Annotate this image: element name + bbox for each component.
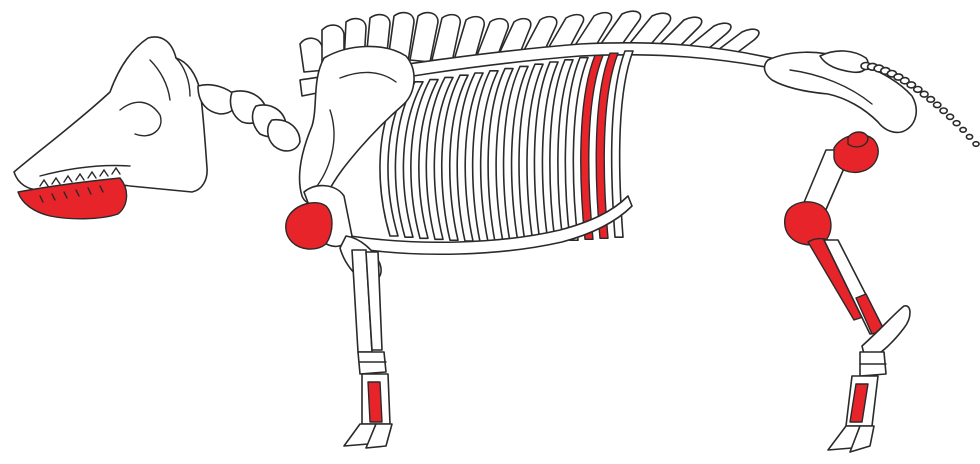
tail-vertebra: [920, 91, 928, 97]
tail-vertebra: [947, 114, 954, 119]
skull: [14, 37, 207, 192]
hindlimb: [785, 132, 910, 452]
tail-vertebra: [960, 127, 966, 132]
cervical-vertebrae: [198, 85, 300, 151]
forelimb: [286, 186, 392, 448]
forelimb-metacarpal-highlight: [368, 382, 382, 422]
tail-vertebra: [934, 102, 941, 107]
tail-vertebra: [973, 142, 979, 147]
forelimb-elbow-highlight: [286, 203, 332, 249]
tail-vertebra: [966, 134, 972, 139]
tail-vertebra: [953, 121, 960, 126]
tail-vertebra: [927, 97, 935, 103]
tail-vertebra: [940, 108, 947, 113]
tail-vertebra: [914, 87, 922, 93]
pelvis: [765, 51, 917, 133]
